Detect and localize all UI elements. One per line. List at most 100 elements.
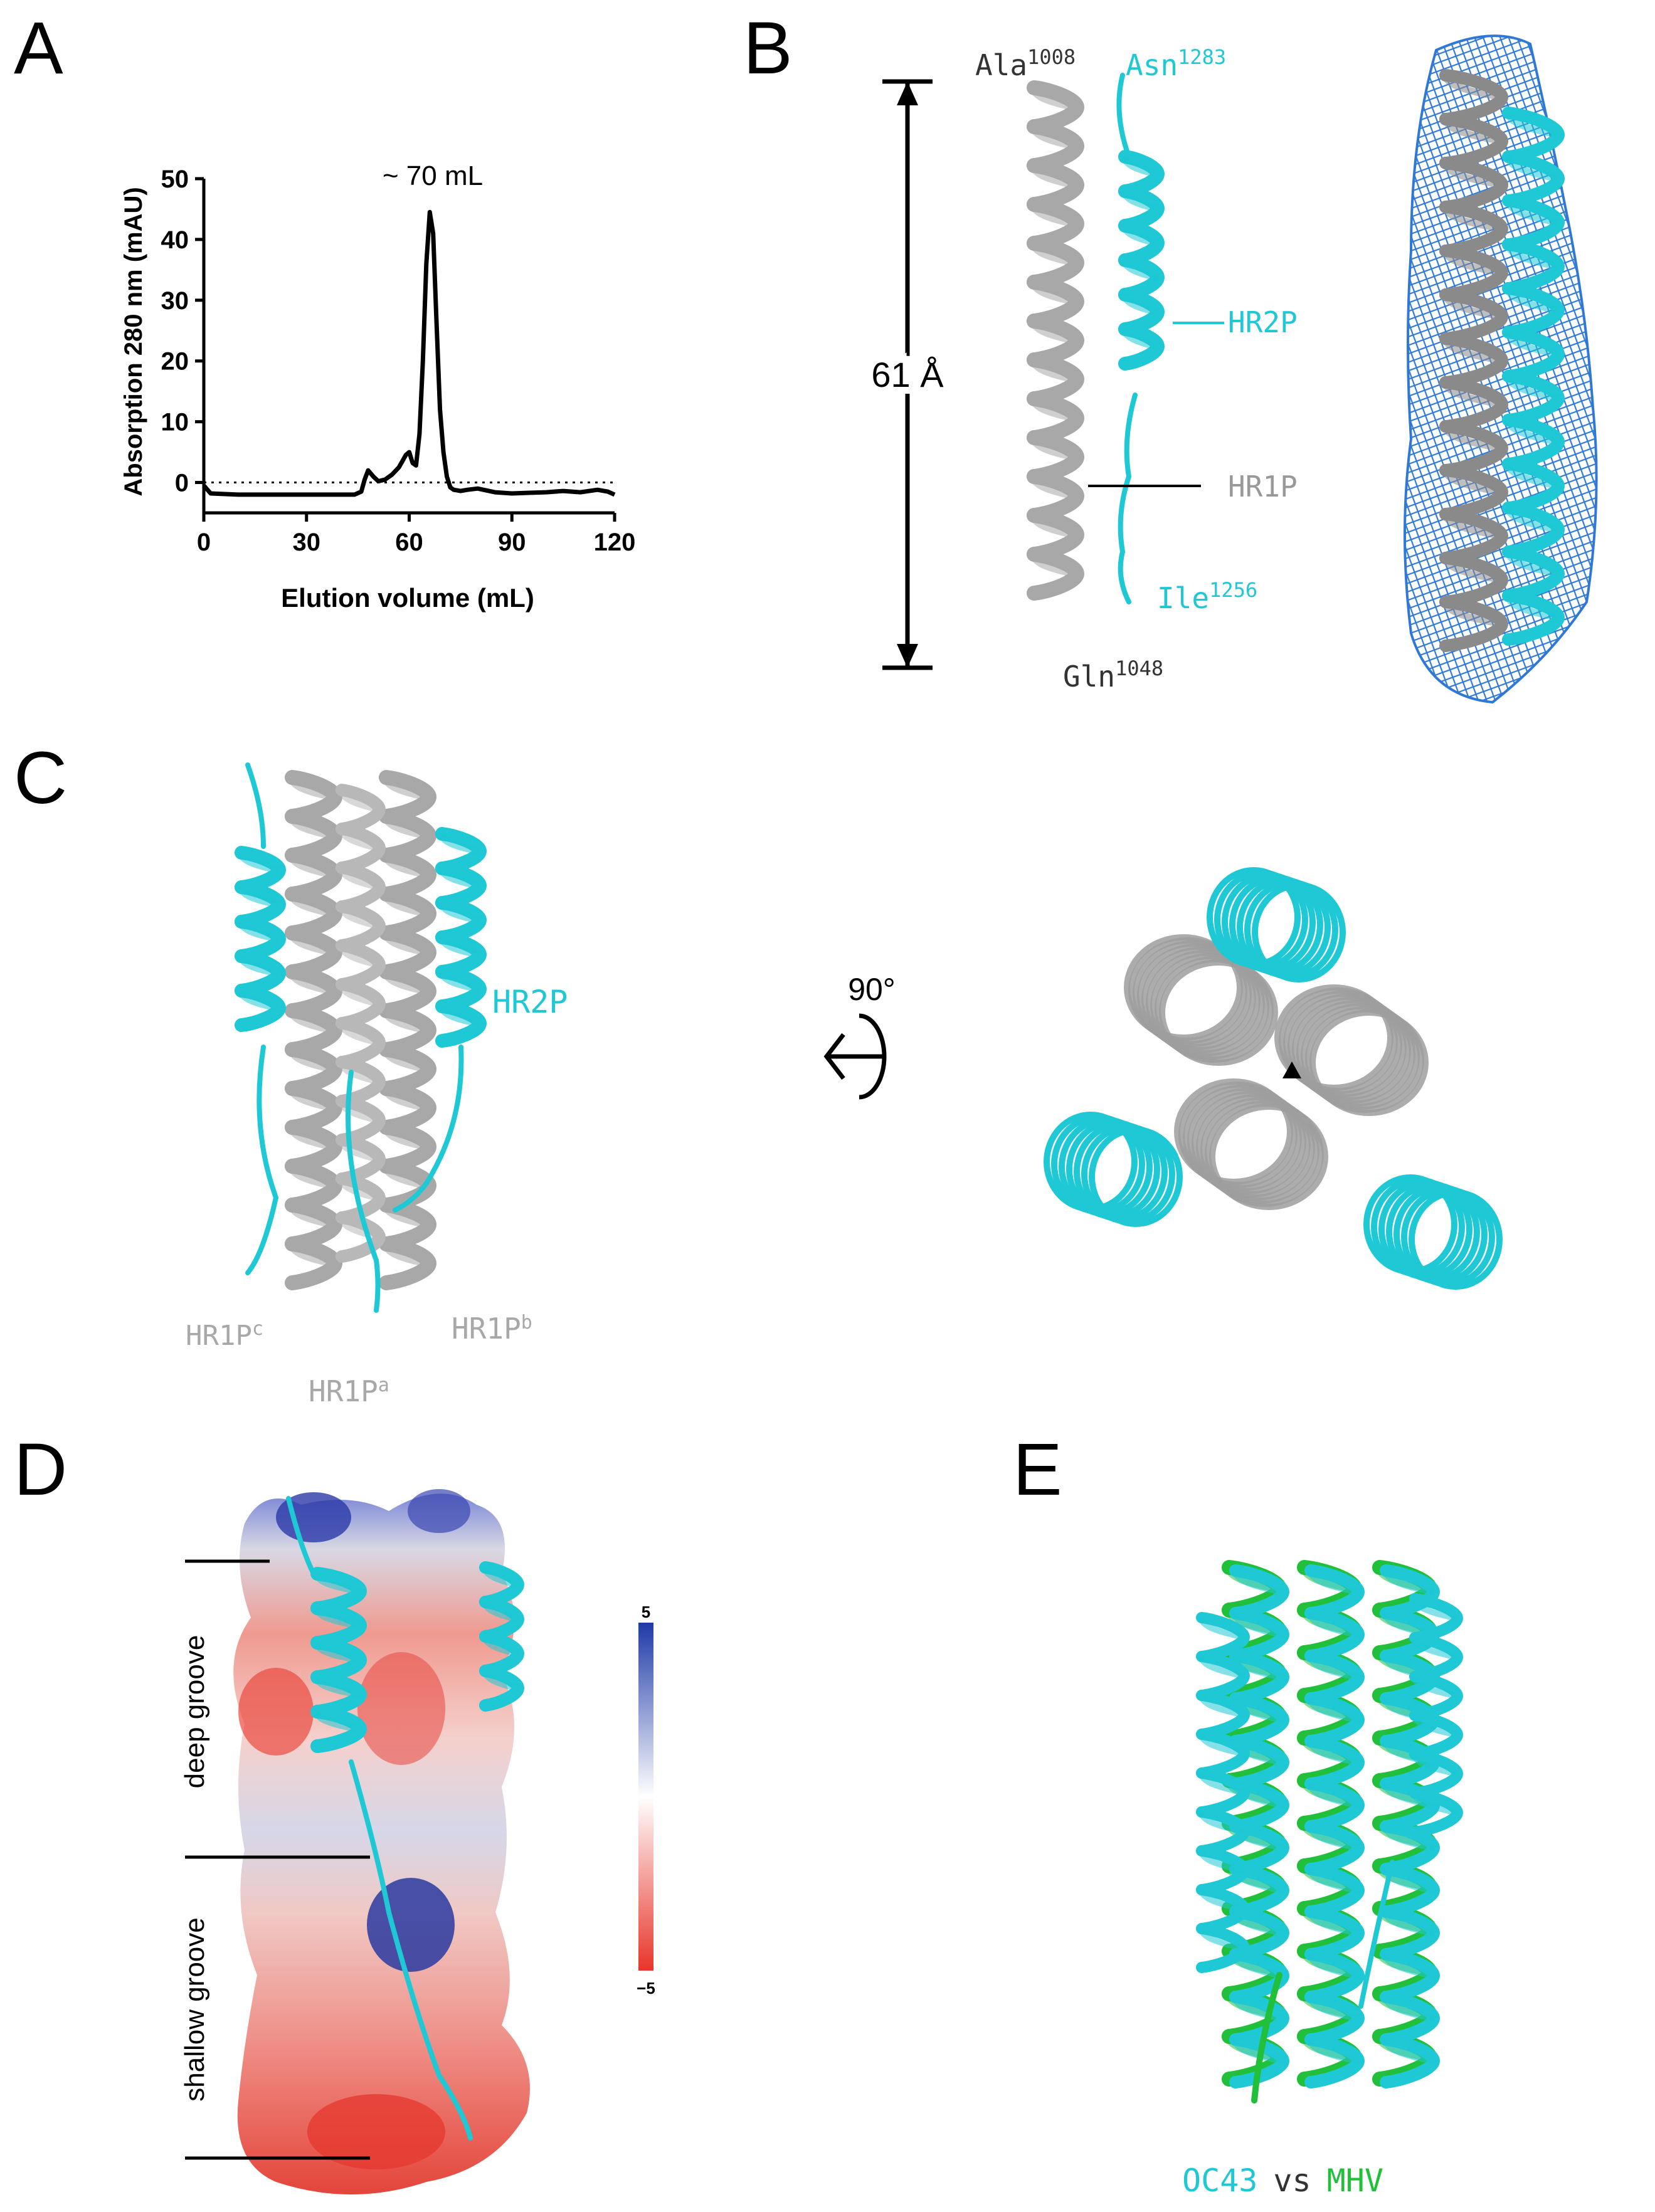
six-helix-bundle-top-view xyxy=(1044,867,1503,1290)
hr2p-helix-turn-back xyxy=(1121,260,1159,282)
strand-coil-bottom xyxy=(349,1759,473,2141)
oc43-helix-turn-back xyxy=(1307,1613,1360,1638)
hr1p-a-turn-back xyxy=(288,1048,336,1073)
mesh-hr1p-helix-back xyxy=(1442,470,1503,496)
shallow-groove-label: shallow groove xyxy=(179,1917,210,2102)
hr2p-coil-c xyxy=(346,1070,381,1313)
panel-letter-d: D xyxy=(14,1428,68,1511)
rotation-arrow-icon xyxy=(823,1013,887,1100)
hr1p-helix-turn-back xyxy=(1030,203,1078,228)
mesh-hr2p-helix-back xyxy=(1504,463,1560,490)
hr2p-coil-a2 xyxy=(245,1045,279,1275)
mesh-hr1p-helix-back xyxy=(1442,75,1503,101)
mesh-hr2p-helix-back xyxy=(1504,156,1560,182)
oc43-label: OC43 xyxy=(1182,2162,1257,2199)
hr1p-helix-turn-back xyxy=(1030,87,1078,112)
oc43-helix-turn-back xyxy=(1307,1783,1360,1809)
hr1p-b-turn-back xyxy=(382,1087,430,1112)
hr2p-a-turn-back xyxy=(237,955,280,977)
hr1p-helix-turn-back xyxy=(1030,436,1078,461)
hr2p-coil-a xyxy=(245,762,266,849)
mesh-hr1p-helix-back xyxy=(1442,206,1503,233)
hr2p-a-turn-back xyxy=(237,886,280,908)
mhv-coil xyxy=(1251,1972,1282,2104)
oc43-helix-turn-back xyxy=(1307,1698,1360,1724)
hr2p-b-turn-back xyxy=(438,902,481,924)
mesh-hr2p-helix-back xyxy=(1504,595,1560,621)
oc43-outer-helix-turn-back xyxy=(1198,1617,1245,1640)
label-hr2p: HR2P xyxy=(1228,305,1298,339)
label-asn: Asn1283 xyxy=(1126,45,1226,82)
strand-helix-right-back xyxy=(482,1601,519,1623)
label-hr1p: HR1P xyxy=(1228,470,1298,503)
oc43-outer-helix-turn-back xyxy=(1198,1656,1245,1679)
hr2p-b-turn-back xyxy=(438,1005,481,1028)
y-tick-label: 50 xyxy=(161,166,189,193)
hr1p-core-turn-back xyxy=(338,1217,381,1241)
oc43-helix-turn-back xyxy=(1382,1954,1435,1979)
oc43-outer-helix-turn-back xyxy=(1198,1772,1245,1796)
hr1p-a-turn-back xyxy=(288,1243,336,1268)
hr2p-b-turn-back xyxy=(438,971,481,993)
label-hr1p-c: HR1Pc xyxy=(186,1318,263,1352)
hr1p-helix-turn-back xyxy=(1030,164,1078,189)
hr1p-core-turn-back xyxy=(338,867,381,891)
strand-coil-top xyxy=(286,1496,316,1576)
mesh-hr1p-helix-back xyxy=(1442,601,1503,628)
mhv-label: MHV xyxy=(1327,2162,1383,2199)
mesh-hr1p-helix-back xyxy=(1442,382,1503,408)
x-tick-label: 60 xyxy=(395,529,423,556)
hr2p-b-turn-back xyxy=(438,833,481,855)
hr1p-b-turn-back xyxy=(382,854,430,879)
dimension-arrow xyxy=(882,79,933,670)
hr1p-b-turn-back xyxy=(382,1048,430,1073)
hr1p-helix-turn-back xyxy=(1030,553,1078,578)
hr2p-coil-bottom xyxy=(1118,392,1138,604)
hr1p-b-turn-back xyxy=(382,893,430,918)
oc43-outer-helix-turn-back xyxy=(1412,1715,1458,1738)
panel-b-structure: 61 Å Ala1008 Asn1283 HR2P HR1P Ile1256 G… xyxy=(864,34,1598,704)
oc43-helix-turn-back xyxy=(1232,2039,1284,2065)
label-hr1p-b: HR1Pb xyxy=(452,1312,532,1346)
hr2p-top-ring xyxy=(1252,882,1346,982)
label-hr2p-c: HR2P xyxy=(492,984,568,1020)
hr2p-helix-turn-back xyxy=(1121,191,1159,213)
hr2p-helix-turn-back xyxy=(1121,225,1159,247)
hr2p-helix-turn-back xyxy=(1121,156,1159,178)
rotation-label: 90° xyxy=(848,972,896,1007)
panel-letter-b: B xyxy=(743,7,793,90)
oc43-outer-helix-turn-back xyxy=(1198,1734,1245,1757)
oc43-helix-turn-back xyxy=(1307,1911,1360,1937)
hr1p-core-turn-back xyxy=(338,1023,381,1046)
oc43-helix-turn-back xyxy=(1382,2039,1435,2065)
panel-letter-c: C xyxy=(14,737,68,819)
mesh-hr1p-helix-back xyxy=(1442,118,1503,145)
mesh-hr2p-helix-back xyxy=(1504,244,1560,270)
oc43-outer-helix-turn-back xyxy=(1198,1889,1245,1912)
hr1p-core-turn-back xyxy=(338,1178,381,1202)
hr1p-b-turn-back xyxy=(382,1243,430,1268)
hr1p-b-turn-back xyxy=(382,1204,430,1229)
panel-d-structure: deep groove shallow groove 5 −5 xyxy=(179,1489,655,2194)
x-tick-label: 30 xyxy=(293,529,321,556)
hr1p-a-turn-back xyxy=(288,776,336,801)
hr1p-a-turn-back xyxy=(288,815,336,840)
hr1p-b-turn-back xyxy=(382,1126,430,1151)
hr1p-core-turn-back xyxy=(338,1100,381,1124)
oc43-outer-helix-turn-back xyxy=(1198,1928,1245,1951)
hr2p-b-turn-back xyxy=(438,867,481,890)
hr1p-helix-turn-back xyxy=(1030,125,1078,150)
oc43-helix-turn-back xyxy=(1307,1741,1360,1766)
y-tick-label: 0 xyxy=(175,470,189,497)
hr1p-a-turn-back xyxy=(288,1204,336,1229)
strand-helix-turn-back xyxy=(313,1641,361,1664)
oc43-helix-turn-back xyxy=(1382,1911,1435,1937)
label-ala: Ala1008 xyxy=(975,45,1076,82)
y-tick-label: 30 xyxy=(161,287,189,315)
mesh-hr2p-helix-back xyxy=(1504,376,1560,402)
oc43-helix-turn-back xyxy=(1307,1996,1360,2022)
strand-helix-turn-back xyxy=(313,1607,361,1630)
hr2p-helix-turn-back xyxy=(1121,294,1159,316)
